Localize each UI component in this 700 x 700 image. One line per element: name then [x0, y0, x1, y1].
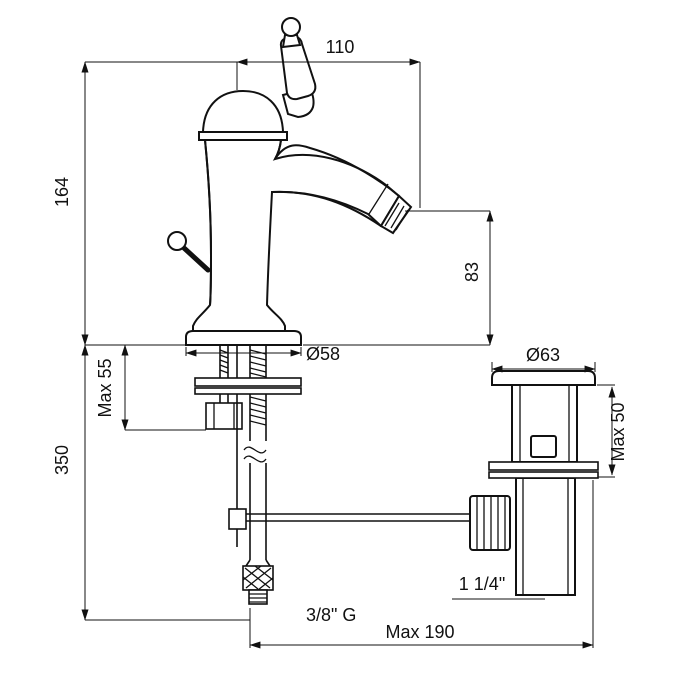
dim-label-max-deck: Max 55: [95, 358, 115, 417]
stud-lower: [219, 394, 229, 403]
dim-label-spout-reach: 110: [326, 37, 355, 57]
mounting-plate-1: [194, 377, 302, 387]
spout-bottom-edge: [271, 190, 382, 227]
dim-label-waste-thread: 1 1/4": [459, 574, 505, 594]
handle-ball: [281, 17, 301, 37]
knurl-lines: [476, 496, 506, 550]
break-mask: [243, 441, 269, 463]
handle: [279, 17, 317, 119]
waste-tailpipe: [515, 477, 576, 596]
supply-hoses-and-mounting: [194, 345, 470, 605]
waste-flange: [491, 370, 596, 386]
dim-label-base-diameter: Ø58: [306, 344, 340, 364]
cartridge-dome: [201, 89, 285, 133]
dome-collar: [198, 131, 288, 141]
hose-taper: [245, 559, 271, 567]
mounting-nut-facets: [213, 403, 235, 429]
dim-label-max-width: Max 190: [385, 622, 454, 642]
thread-hatch-upper: [219, 349, 267, 378]
faucet-body: [167, 89, 413, 346]
waste-washer-2: [488, 471, 599, 479]
mounting-nut: [205, 402, 243, 430]
dim-label-waste-diameter: Ø63: [526, 345, 560, 365]
mounting-plate-2: [194, 387, 302, 395]
pop-up-linkage-rod: [246, 513, 470, 522]
spout-top-edge: [272, 139, 400, 197]
break-waves: [243, 446, 267, 463]
dim-label-hose-thread: 3/8" G: [306, 605, 356, 625]
pull-rod-lever: [181, 245, 211, 273]
dimension-lines: [81, 58, 616, 649]
waste-neck-walls: [519, 385, 570, 462]
body-left-edge: [204, 139, 213, 306]
thread-hatch-lower: [249, 396, 267, 426]
tailpipe-walls: [522, 478, 569, 595]
waste-window: [530, 435, 557, 458]
hose-nut-hatch: [242, 565, 274, 591]
dim-label-height: 164: [52, 177, 72, 207]
faucet-base: [185, 330, 302, 346]
pop-up-waste-assembly: [469, 370, 599, 596]
linkage-clevis: [228, 508, 247, 530]
dimension-labels: 110 164 83 Ø58 Max 55 350 Ø63 Max 50 1 1…: [52, 37, 628, 642]
linkage-knurled-nut: [469, 495, 511, 551]
dim-label-total-depth: 350: [52, 445, 72, 475]
hose-tip-threads: [249, 593, 267, 603]
shanks-upper: [219, 345, 267, 378]
pull-rod-knob: [167, 231, 187, 251]
dim-label-outlet-height: 83: [462, 262, 482, 282]
waste-washer-1: [488, 461, 599, 471]
dim-label-waste-max: Max 50: [608, 402, 628, 461]
faucet-outline: [192, 139, 401, 332]
aerator-hatch: [368, 183, 409, 231]
aerator-tip: [379, 194, 413, 235]
